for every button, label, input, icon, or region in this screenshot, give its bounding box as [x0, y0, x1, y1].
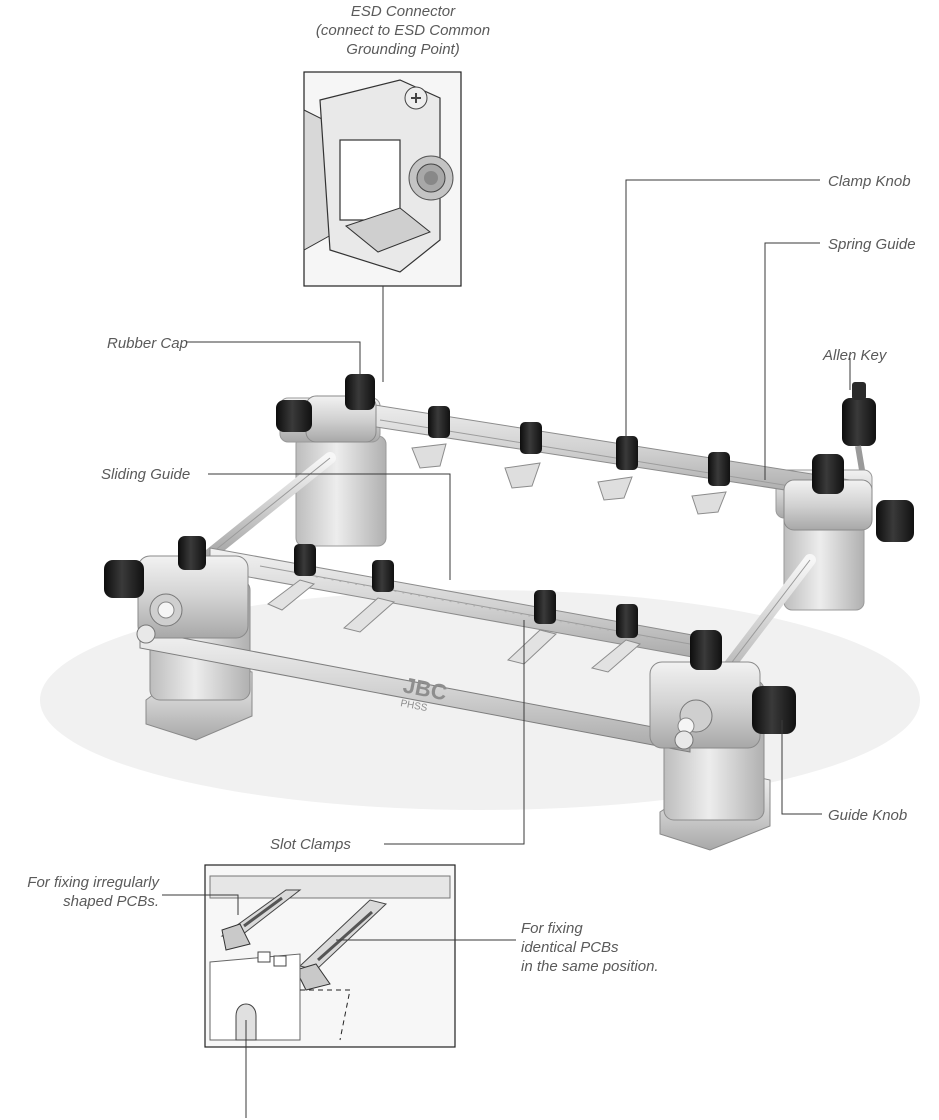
esd-connector-inset: [303, 71, 462, 287]
corner-block-front-right: [649, 661, 761, 750]
irregular-pcbs-label: For fixing irregularly shaped PCBs.: [27, 874, 159, 910]
front-slot-clamps: [267, 579, 642, 673]
spring-guide-label: Spring Guide: [828, 236, 916, 253]
front-bar: [139, 629, 691, 753]
allen-key-label: Allen Key: [823, 347, 887, 364]
sliding-guide-label: Sliding Guide: [101, 466, 191, 483]
guide-knob-label: Guide Knob: [828, 807, 908, 824]
identical-pcbs-label: For fixing identical PCBs in the same po…: [521, 920, 659, 975]
back-sliding-rail: [317, 395, 851, 501]
knobs: [104, 374, 914, 734]
leader-lines: [162, 179, 851, 1118]
clamp-knob-label: Clamp Knob: [828, 173, 911, 190]
slot-clamps-label: Slot Clamps: [270, 836, 351, 853]
esd-connector-label: ESD Connector (connect to ESD Common Gro…: [315, 3, 491, 58]
corner-block-front-left: [136, 555, 249, 644]
slot-clamp-inset: [204, 864, 456, 1048]
rubber-cap-label: Rubber Cap: [107, 335, 188, 352]
back-slot-clamps: [411, 443, 727, 515]
model-name: PHSS: [399, 698, 428, 714]
